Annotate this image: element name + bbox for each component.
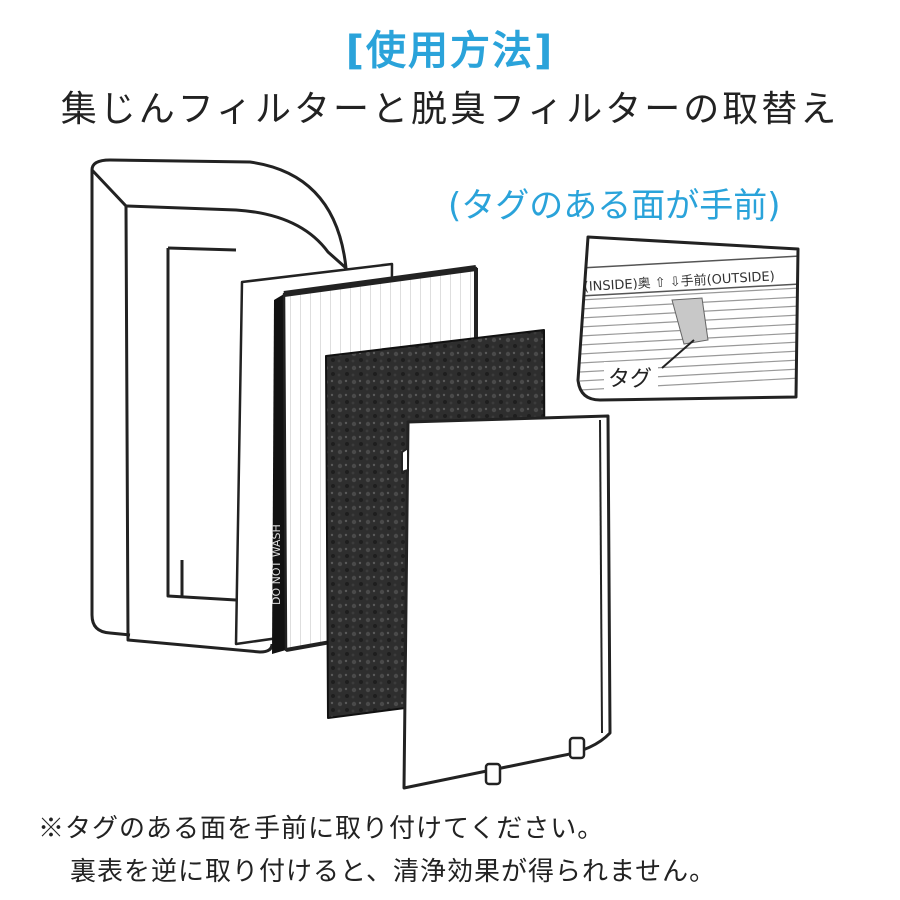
- filter-side-label: DO NOT WASH: [270, 524, 283, 605]
- tag-closeup-inset: (INSIDE)奥 ⇧ ⇩手前(OUTSIDE) タグ: [576, 235, 800, 402]
- front-panel: [401, 414, 612, 790]
- page-heading: [使用方法]: [345, 28, 555, 74]
- tag-orientation-note: (タグのある面が手前): [448, 186, 781, 226]
- inset-frame: [576, 235, 800, 402]
- page-subtitle: 集じんフィルターと脱臭フィルターの取替え: [60, 89, 840, 130]
- note-line-2: 裏表を逆に取り付けると、清浄効果が得られません。: [70, 857, 717, 887]
- note-line-1: ※タグのある面を手前に取り付けてください。: [38, 814, 605, 844]
- tag-label: タグ: [608, 367, 652, 392]
- air-purifier-body: [90, 158, 348, 654]
